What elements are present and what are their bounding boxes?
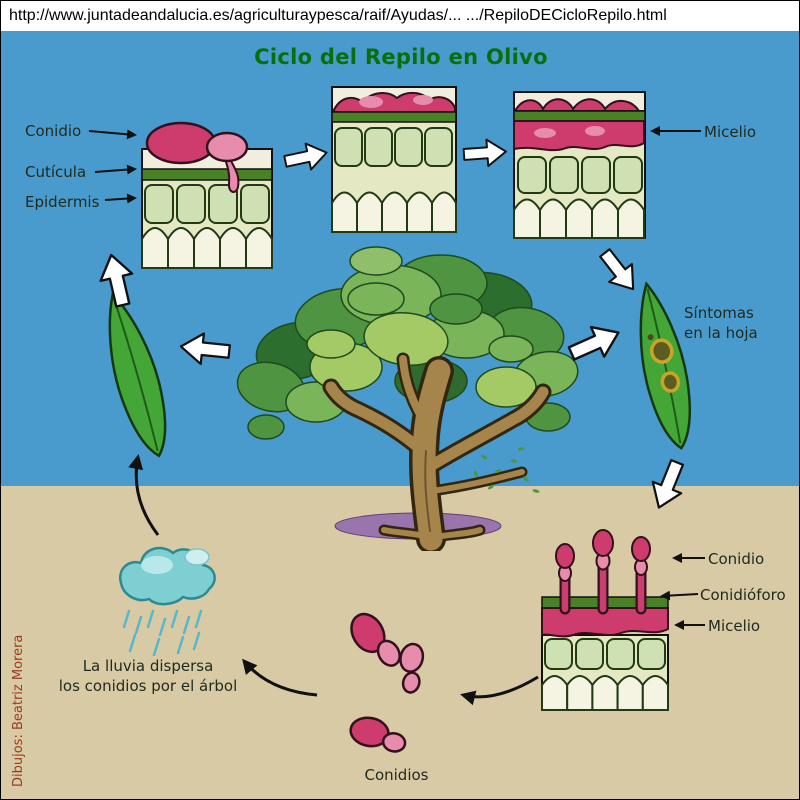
cross-section-panel-sporulation [541,529,669,711]
label-conidios: Conidios [364,766,429,784]
tree-foliage-front [306,282,534,363]
label-conidioforo: Conidióforo [700,586,786,604]
rain-cloud [118,546,216,656]
mycelium-layer [513,120,645,152]
label-conidio-top: Conidio [25,122,82,140]
url-bar: http://www.juntadeandalucia.es/agricultu… [1,1,799,31]
page-url: http://www.juntadeandalucia.es/agricultu… [9,7,667,24]
epidermis-cells [513,156,645,239]
cross-section-panel-growth [331,86,457,233]
label-cuticula: Cutícula [25,163,87,181]
cross-section-panel-infection [141,121,273,269]
epidermis-cells [331,127,457,233]
label-conidio-bottom: Conidio [708,550,765,568]
cycle-arrow-stage2-to-stage3 [462,138,507,168]
label-micelio-bottom: Micelio [708,617,761,635]
olive-tree-illustration [236,246,579,551]
leaf-spot-symptoms [647,334,681,393]
cycle-arrow-tree-to-left-leaf [179,332,231,366]
conidia-spores [349,612,425,753]
label-epidermis: Epidermis [25,193,100,211]
cross-section-panel-mycelium [513,91,646,239]
epidermis-cells [541,638,669,711]
cycle-arrow-stage1-to-stage2 [283,142,328,171]
mycelium-layer [541,607,669,638]
falling-leaf-specks [473,447,540,493]
healthy-leaf [108,291,167,458]
label-arrow-epidermis [104,193,137,204]
tree-trunk [322,352,552,551]
label-lluvia: La lluvia dispersa los conidios por el á… [58,657,238,696]
germinating-conidium [145,121,249,193]
diagram-title: Ciclo del Repilo en Olivo [254,45,548,69]
illustrator-credit: Dibujos: Beatriz Morera [11,634,26,787]
conidiophores [555,529,651,615]
rain-drops [122,609,203,656]
label-micelio-top: Micelio [704,123,757,141]
label-sintomas: Síntomas en la hoja [684,304,758,343]
epidermis-cells [141,184,273,269]
label-arrow-cuticula [94,164,137,175]
label-arrow-conidio-top [88,129,137,140]
infected-leaf [639,281,691,450]
